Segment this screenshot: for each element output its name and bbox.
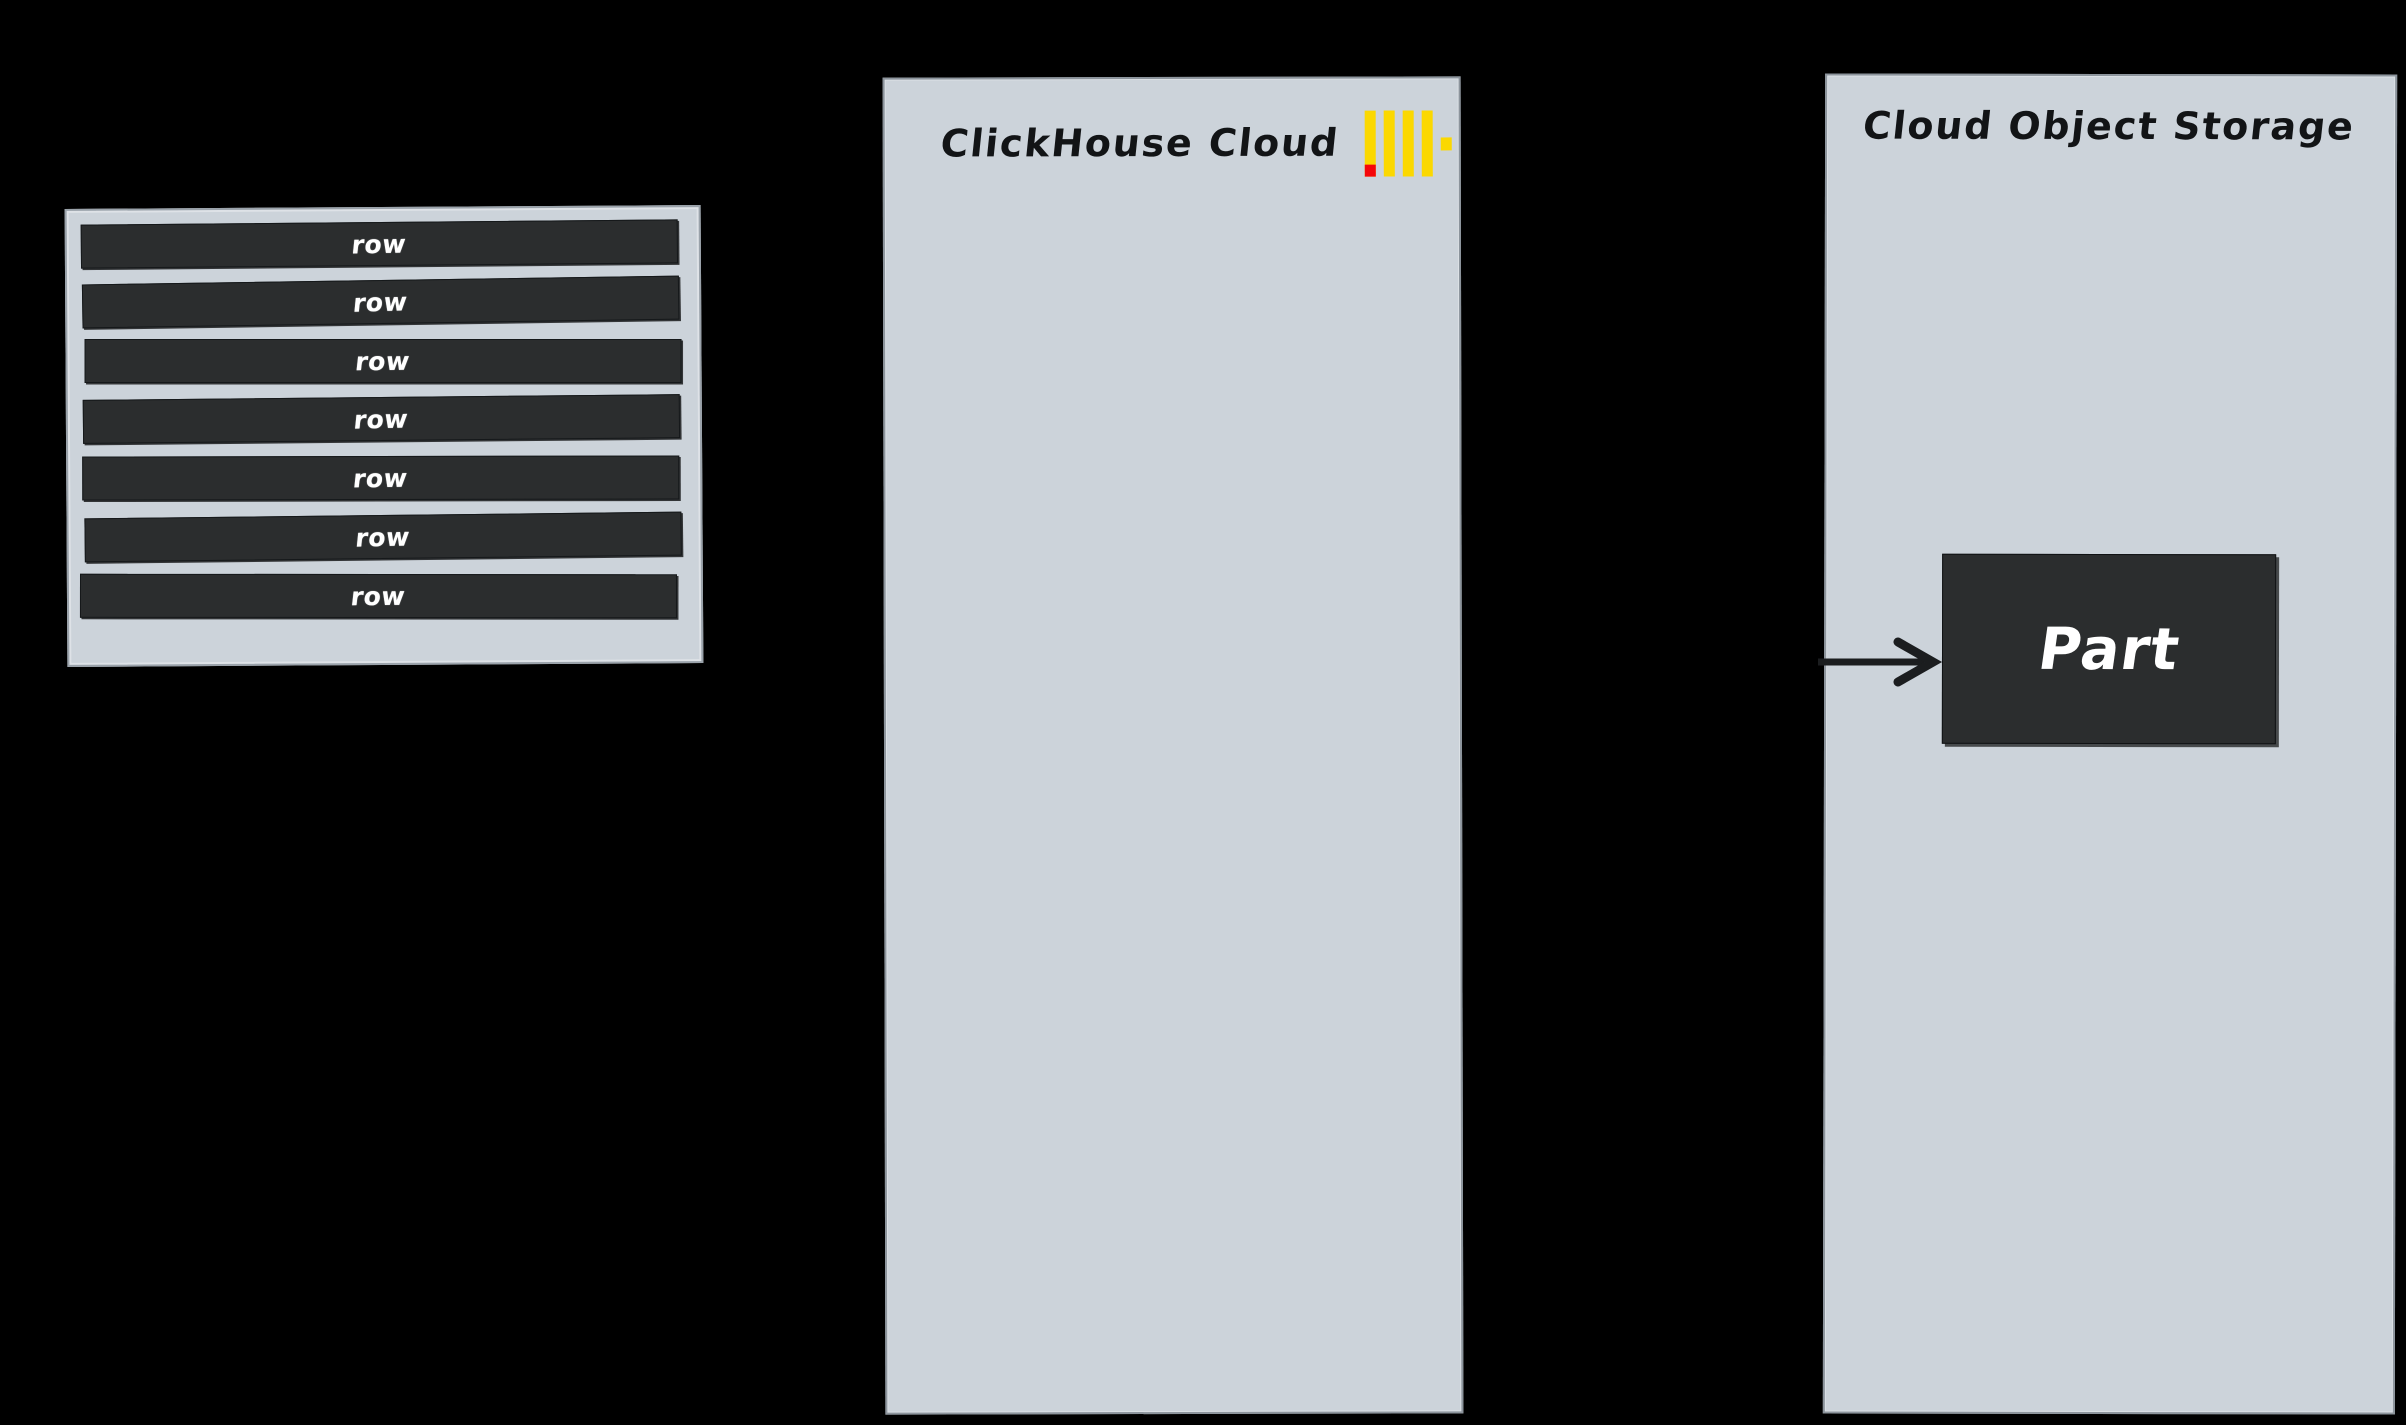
- part-label: Part: [2033, 614, 2185, 684]
- table-row: row: [84, 511, 682, 563]
- ingest-arrow-icon: [1818, 637, 1943, 687]
- row-label: row: [352, 286, 410, 318]
- page-title: Cloud Object Storage: [1860, 103, 2358, 149]
- clickhouse-logo-icon: [1365, 110, 1453, 177]
- table-row: row: [79, 573, 677, 619]
- row-label: row: [352, 463, 410, 493]
- row-label: row: [354, 521, 412, 553]
- clickhouse-cloud-header: ClickHouse Cloud: [885, 78, 1459, 177]
- logo-dot-icon: [1441, 137, 1453, 151]
- table-row: row: [82, 455, 680, 501]
- logo-bar-4: [1422, 110, 1434, 177]
- logo-bar-2: [1384, 110, 1396, 177]
- row-label: row: [350, 228, 408, 260]
- row-label: row: [352, 403, 410, 435]
- page-title: ClickHouse Cloud: [938, 120, 1342, 166]
- part-box: Part: [1941, 553, 2277, 745]
- row-label: row: [354, 346, 412, 376]
- logo-red-square-icon: [1365, 164, 1377, 177]
- row-label: row: [349, 581, 408, 611]
- rows-table: row row row row row row row: [64, 205, 704, 667]
- table-row: row: [81, 275, 680, 329]
- table-row: row: [82, 394, 681, 444]
- clickhouse-cloud-panel: ClickHouse Cloud: [882, 76, 1464, 1415]
- table-row: row: [84, 339, 682, 384]
- cloud-object-storage-header: Cloud Object Storage: [1827, 76, 2395, 149]
- table-row: row: [80, 219, 679, 269]
- rows-list: row row row row row row row: [79, 219, 682, 652]
- logo-bar-3: [1403, 110, 1415, 177]
